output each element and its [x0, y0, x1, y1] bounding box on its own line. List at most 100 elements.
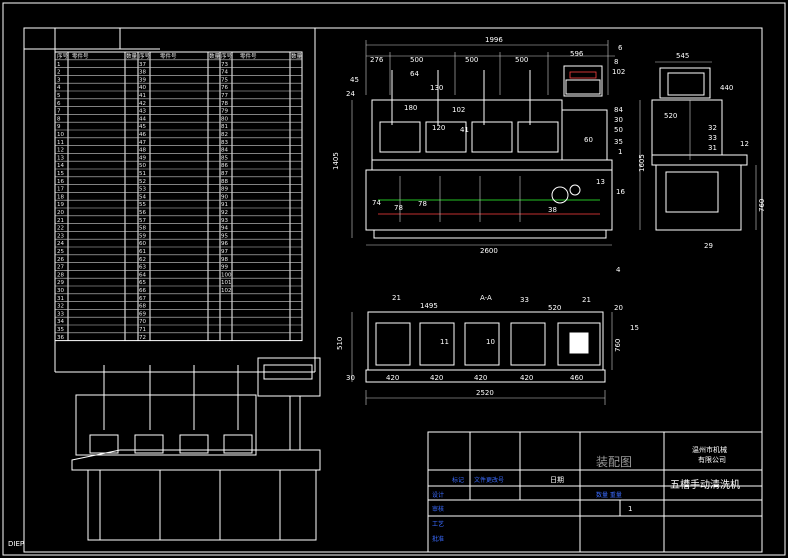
bom-serial-cell: 89 — [221, 187, 228, 193]
row-design: 设计 — [432, 491, 444, 499]
bom-header-cell: 零件号 — [72, 52, 89, 60]
bom-header-cell: 序号 — [57, 52, 69, 60]
label-29: 29 — [704, 242, 713, 250]
label-41: 41 — [460, 126, 469, 134]
dim-420a: 420 — [386, 374, 399, 382]
bom-serial-cell: 93 — [221, 218, 228, 224]
bom-serial-cell: 54 — [139, 194, 146, 200]
label-12: 12 — [740, 140, 749, 148]
bom-serial-cell: 21 — [57, 218, 64, 224]
bom-serial-cell: 69 — [139, 311, 146, 317]
front-elevation-view — [351, 40, 615, 246]
bom-serial-cell: 47 — [139, 140, 146, 146]
label-78a: 78 — [394, 204, 403, 212]
row-approve: 批准 — [432, 535, 444, 543]
label-64: 64 — [410, 70, 419, 78]
title-assembly: 装配图 — [596, 455, 632, 469]
title-block — [427, 431, 763, 553]
bom-serial-cell: 48 — [139, 148, 146, 154]
bom-serial-cell: 84 — [221, 148, 228, 154]
dim-2520: 2520 — [476, 389, 494, 397]
dim-1495: 1495 — [420, 302, 438, 310]
dim-596: 596 — [570, 50, 584, 58]
bom-serial-cell: 52 — [139, 179, 146, 185]
bom-serial-cell: 82 — [221, 132, 228, 138]
label-78b: 78 — [418, 200, 427, 208]
bom-serial-cell: 50 — [139, 163, 146, 169]
bom-serial-cell: 97 — [221, 249, 228, 255]
label-38: 38 — [548, 206, 557, 214]
label-8: 8 — [614, 58, 618, 66]
dim-276: 276 — [370, 56, 384, 64]
label-21b: 21 — [582, 296, 591, 304]
label-60: 60 — [584, 136, 593, 144]
dim-440: 440 — [720, 84, 733, 92]
bom-serial-cell: 40 — [139, 85, 146, 91]
bom-serial-cell: 86 — [221, 163, 228, 169]
bom-serial-cell: 68 — [139, 304, 146, 310]
bom-serial-cell: 83 — [221, 140, 228, 146]
dim-510: 510 — [336, 337, 344, 350]
bom-table: 序号零件号数量序号零件号数量序号零件号数量1234567891011121314… — [54, 28, 316, 373]
bom-serial-cell: 101 — [221, 280, 232, 286]
bom-serial-cell: 53 — [139, 187, 146, 193]
bom-serial-cell: 102 — [221, 288, 232, 294]
company-line2: 有限公司 — [698, 455, 726, 464]
dim-420b: 420 — [430, 374, 443, 382]
bom-header-cell: 数量 — [126, 52, 138, 60]
label-35: 35 — [614, 138, 623, 146]
bom-serial-cell: 60 — [139, 241, 146, 247]
bom-serial-cell: 77 — [221, 93, 228, 99]
bom-serial-cell: 91 — [221, 202, 228, 208]
label-45: 45 — [350, 76, 359, 84]
bom-serial-cell: 20 — [57, 210, 64, 216]
label-4: 4 — [616, 266, 621, 274]
label-13: 13 — [596, 178, 605, 186]
label-11: 11 — [440, 338, 449, 346]
label-33: 33 — [708, 134, 717, 142]
doc-change-label: 文件更改号 — [474, 476, 504, 484]
section-aa-view — [351, 311, 613, 405]
bom-serial-cell: 62 — [139, 257, 146, 263]
bom-serial-cell: 64 — [139, 272, 146, 278]
bom-serial-cell: 92 — [221, 210, 228, 216]
row-process: 工艺 — [432, 520, 444, 528]
isometric-machine-view — [71, 357, 321, 541]
label-10: 10 — [486, 338, 495, 346]
bom-serial-cell: 55 — [139, 202, 146, 208]
bom-header-cell: 序号 — [139, 52, 151, 60]
dim-1605: 1605 — [638, 154, 646, 172]
bom-serial-cell: 39 — [139, 77, 146, 83]
bom-serial-cell: 3 — [57, 77, 61, 83]
label-31: 31 — [708, 144, 717, 152]
bom-serial-cell: 98 — [221, 257, 228, 263]
bom-serial-cell: 81 — [221, 124, 228, 130]
bom-serial-cell: 19 — [57, 202, 64, 208]
bom-header-cell: 数量 — [291, 52, 303, 60]
bom-serial-cell: 6 — [57, 101, 61, 107]
bom-serial-cell: 16 — [57, 179, 64, 185]
bom-serial-cell: 85 — [221, 155, 228, 161]
bom-header-cell: 零件号 — [240, 52, 257, 60]
bom-serial-cell: 1 — [57, 62, 61, 68]
bom-serial-cell: 100 — [221, 272, 232, 278]
label-50: 50 — [614, 126, 623, 134]
bom-serial-cell: 15 — [57, 171, 64, 177]
bom-serial-cell: 30 — [57, 288, 64, 294]
bom-serial-cell: 5 — [57, 93, 61, 99]
bom-serial-cell: 99 — [221, 265, 228, 271]
bom-serial-cell: 87 — [221, 171, 228, 177]
bom-serial-cell: 24 — [57, 241, 64, 247]
label-6: 6 — [618, 44, 623, 52]
label-15: 15 — [630, 324, 639, 332]
dim-420d: 420 — [520, 374, 533, 382]
bom-serial-cell: 46 — [139, 132, 146, 138]
bom-serial-cell: 70 — [139, 319, 146, 325]
bom-serial-cell: 23 — [57, 233, 64, 239]
date-label: 日期 — [550, 476, 564, 484]
bom-serial-cell: 22 — [57, 226, 64, 232]
bom-serial-cell: 33 — [57, 311, 64, 317]
dim-520b: 520 — [548, 304, 561, 312]
